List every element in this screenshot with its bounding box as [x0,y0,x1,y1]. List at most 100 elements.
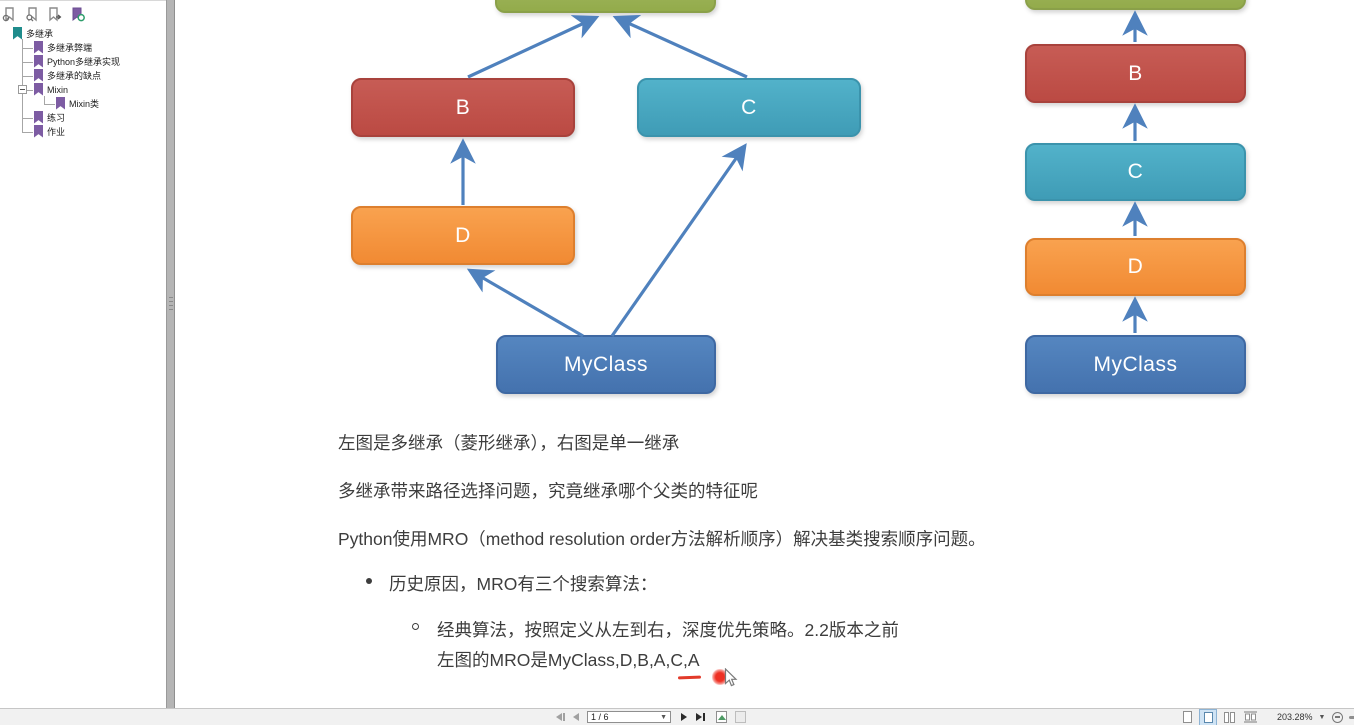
bookmark-item-mixin-child[interactable]: Mixin类 [55,97,99,110]
bookmark-flag-icon [34,69,43,82]
diagram-right-node-myclass: MyClass [1025,335,1246,394]
next-page-button[interactable] [681,710,687,724]
tree-stub [22,76,33,77]
bookmark-item[interactable]: 作业 [33,125,65,138]
bookmark-label: 作业 [47,127,66,137]
first-page-icon [556,713,562,721]
previous-view-icon [716,711,727,723]
last-page-icon-bar [703,713,705,721]
page-navigation: 1 / 6 ▼ [556,709,746,725]
diagram-left-node-d: D [351,206,575,265]
bullet-marker [366,578,372,584]
diagram-left-node-a [495,0,716,13]
previous-page-icon [573,713,579,721]
first-page-button[interactable] [556,710,565,724]
bookmark-label: 练习 [47,113,66,123]
last-page-icon [696,713,702,721]
bookmark-export-icon[interactable] [48,7,62,22]
bookmark-flag-icon [56,97,65,110]
node-label: D [455,223,471,247]
tree-stub [22,62,33,63]
diagram-right-node-a [1025,0,1246,10]
bookmark-item[interactable]: 多继承的缺点 [33,69,101,82]
paragraph-mro: Python使用MRO（method resolution order方法解析顺… [338,529,986,549]
diagram-right-node-d: D [1025,238,1246,296]
bookmark-flag-icon [34,83,43,96]
view-zoom-controls: 203.28% ▼ [1179,708,1354,725]
bookmark-item[interactable]: 多继承弊端 [33,41,92,54]
bookmark-new-icon[interactable] [71,7,85,22]
facing-view-icon-right [1229,711,1235,723]
bookmark-item-mixin[interactable]: Mixin [33,83,68,96]
node-label: MyClass [563,352,648,376]
diagram-left-node-myclass: MyClass [496,335,716,394]
bookmark-label: Python多继承实现 [47,57,121,67]
laser-pointer-dot [712,669,728,685]
bookmark-label: 多继承 [26,29,54,39]
continuous-view-button[interactable] [1199,708,1217,725]
bullet-history: 历史原因，MRO有三个搜索算法： [389,574,658,594]
panel-splitter[interactable] [166,0,175,708]
page-number-input[interactable]: 1 / 6 ▼ [587,711,671,723]
page-indicator: 1 / 6 [591,712,609,722]
diagram-right-node-c: C [1025,143,1246,201]
diagram-left-node-c: C [637,78,861,137]
bookmark-item-root[interactable]: 多继承 [12,27,53,40]
node-label: B [455,95,471,119]
bookmark-label: Mixin类 [69,99,100,109]
splitter-grip [169,297,173,313]
facing-continuous-icon [1243,711,1257,723]
node-label: D [1127,255,1144,278]
bookmark-flag-icon [34,111,43,124]
bookmark-flag-icon [34,55,43,68]
next-page-icon [681,713,687,721]
single-page-view-button[interactable] [1179,710,1195,725]
bookmark-flag-icon [13,27,22,40]
first-page-icon-bar [563,713,565,721]
paragraph-path-problem: 多继承带来路径选择问题，究竟继承哪个父类的特征呢 [338,481,758,501]
bookmark-locate-icon[interactable] [2,7,16,22]
tree-stub [27,90,33,91]
bookmark-item[interactable]: 练习 [33,111,65,124]
red-pen-underline [677,675,702,680]
bookmark-item[interactable]: Python多继承实现 [33,55,120,68]
mixin-collapse-expander[interactable] [18,85,27,94]
facing-view-button[interactable] [1221,710,1237,725]
zoom-dropdown-icon[interactable]: ▼ [1318,713,1326,721]
bookmark-label: 多继承弊端 [47,43,93,53]
page-dropdown-icon[interactable]: ▼ [660,713,667,721]
next-view-icon [735,711,746,723]
single-page-icon [1182,711,1192,723]
tree-stub [22,48,33,49]
bookmarks-panel: 多继承 多继承弊端 Python多继承实现 多继承的缺点 Mixin Mixin… [0,0,166,708]
previous-view-button[interactable] [716,710,727,724]
node-label: C [741,95,757,119]
mouse-cursor [724,668,738,687]
last-page-button[interactable] [696,710,705,724]
sub-bullet-classic-line2: 左图的MRO是MyClass,D,B,A,C,A [437,650,700,670]
pdf-page-canvas: B C D MyClass B C D MyClass [175,0,1354,708]
sub-bullet-classic-line1: 经典算法，按照定义从左到右，深度优先策略。2.2版本之前 [437,620,899,640]
sub-bullet-marker [412,623,419,630]
tree-trunk-line [44,96,45,104]
diagram-right-node-b: B [1025,44,1246,103]
bookmarks-toolbar [2,7,85,22]
tree-stub [22,132,33,133]
facing-view-icon [1223,711,1229,723]
paragraph-left-vs-right: 左图是多继承（菱形继承），右图是单一继承 [338,433,680,453]
previous-page-button[interactable] [573,710,579,724]
node-label: MyClass [1093,352,1178,376]
zoom-slider[interactable] [1349,715,1354,719]
node-label: C [1127,160,1144,183]
bookmark-label: Mixin [47,84,69,95]
zoom-out-button[interactable] [1332,711,1344,723]
bookmark-search-icon[interactable] [25,7,39,22]
tree-stub [44,104,55,105]
continuous-view-icon [1203,711,1213,723]
tree-stub [22,118,33,119]
next-view-button[interactable] [735,710,746,724]
bookmark-flag-icon [34,125,43,138]
facing-continuous-view-button[interactable] [1242,710,1258,725]
zoom-level: 203.28% [1277,712,1313,722]
